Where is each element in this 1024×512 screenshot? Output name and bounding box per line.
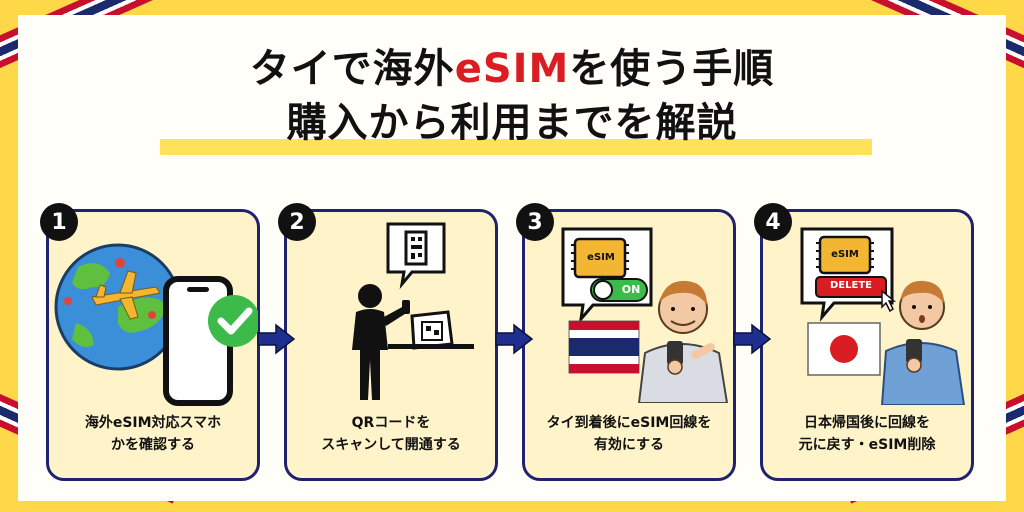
toggle-label: ON bbox=[621, 283, 641, 296]
globe-icon bbox=[54, 243, 182, 371]
esim-chip-icon bbox=[816, 235, 874, 275]
step-number-1: 1 bbox=[40, 203, 78, 241]
step-number-2: 2 bbox=[278, 203, 316, 241]
man-with-phone-icon bbox=[637, 280, 729, 403]
step-number-3: 3 bbox=[516, 203, 554, 241]
toggle-switch-icon bbox=[590, 278, 648, 302]
step-description: タイ到着後にeSIM回線を 有効にする bbox=[533, 412, 725, 456]
step-4-illustration: eSIM DELETE bbox=[790, 223, 978, 405]
chip-label: eSIM bbox=[831, 249, 859, 260]
step-text: 日本帰国後に回線を bbox=[804, 415, 930, 431]
step-3-illustration: eSIM ON bbox=[555, 223, 735, 403]
step-description: 海外eSIM対応スマホ かを確認する bbox=[57, 412, 249, 456]
step-description: QRコードを スキャンして開通する bbox=[295, 412, 487, 456]
qr-stand-icon bbox=[388, 310, 474, 350]
title-text: タイで海外 bbox=[249, 46, 455, 92]
japan-flag-icon bbox=[807, 322, 881, 376]
arrow-right-icon bbox=[733, 323, 772, 355]
thai-flag-icon bbox=[568, 320, 640, 374]
step-text: 海外eSIM対応スマホ bbox=[84, 415, 222, 431]
title-highlight bbox=[160, 139, 872, 155]
step-description: 日本帰国後に回線を 元に戻す・eSIM削除 bbox=[771, 412, 963, 456]
man-with-phone-icon bbox=[880, 280, 966, 405]
step-4-art bbox=[800, 227, 966, 405]
delete-label: DELETE bbox=[830, 280, 872, 291]
title-text: を使う手順 bbox=[569, 46, 775, 92]
step-text: 元に戻す・eSIM削除 bbox=[798, 437, 936, 453]
delete-button-icon bbox=[815, 276, 897, 313]
step-2-illustration bbox=[352, 222, 474, 400]
step-text: かを確認する bbox=[111, 437, 195, 453]
step-text: タイ到着後にeSIM回線を bbox=[546, 415, 712, 431]
chip-label: eSIM bbox=[587, 252, 615, 263]
step-text: スキャンして開通する bbox=[321, 437, 461, 453]
arrow-right-icon bbox=[495, 323, 534, 355]
title-accent: eSIM bbox=[454, 46, 570, 92]
airplane-icon bbox=[91, 270, 161, 320]
step-text: QRコードを bbox=[351, 415, 431, 431]
step-3-art bbox=[561, 227, 729, 403]
title-line-2: 購入から利用までを解説 bbox=[286, 100, 738, 146]
title-line-1: タイで海外eSIMを使う手順 bbox=[18, 45, 1006, 93]
main-panel: タイで海外eSIMを使う手順 購入から利用までを解説 海外eSIM対応スマホ か… bbox=[18, 15, 1006, 501]
step-1-illustration bbox=[54, 243, 258, 406]
arrow-right-icon bbox=[257, 323, 296, 355]
qr-code-icon bbox=[386, 222, 446, 290]
step-number-4: 4 bbox=[754, 203, 792, 241]
step-text: 有効にする bbox=[593, 437, 665, 453]
esim-chip-icon bbox=[571, 237, 629, 279]
person-silhouette-icon bbox=[352, 284, 410, 400]
check-icon bbox=[208, 295, 258, 347]
